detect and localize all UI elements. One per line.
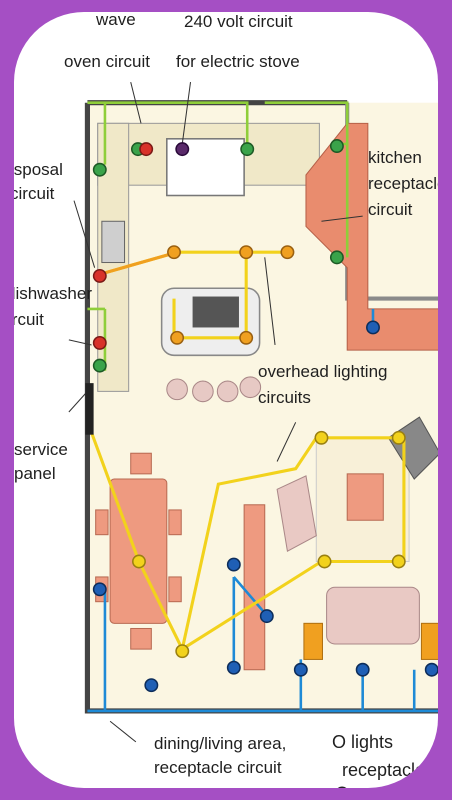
service-panel bbox=[85, 383, 94, 435]
light-fixture bbox=[170, 330, 185, 345]
label-kitchen-3: circuit bbox=[368, 200, 413, 219]
label-overhead-1: overhead lighting bbox=[258, 362, 388, 381]
label-overhead-2: circuits bbox=[258, 388, 311, 407]
label-kitchen-1: kitchen bbox=[368, 148, 422, 167]
light-fixture bbox=[239, 330, 254, 345]
receptacle-blue bbox=[144, 678, 159, 693]
light-fixture bbox=[391, 554, 406, 569]
floor-plan-diagram bbox=[68, 81, 438, 788]
label-stove-2: for electric stove bbox=[176, 52, 300, 71]
receptacle-blue bbox=[226, 660, 241, 675]
dining-chair bbox=[168, 576, 182, 603]
side-table bbox=[420, 622, 438, 660]
dining-chair bbox=[130, 627, 152, 650]
dining-circuit-wire bbox=[87, 308, 438, 713]
label-dishwasher-2: ircuit bbox=[14, 310, 44, 329]
stool bbox=[192, 380, 214, 403]
receptacle-green bbox=[329, 139, 344, 153]
label-dining-1: dining/living area, bbox=[154, 734, 287, 753]
light-fixture bbox=[175, 644, 190, 659]
light-fixture bbox=[239, 245, 254, 260]
receptacle-blue bbox=[424, 662, 438, 677]
label-service-2: panel bbox=[14, 464, 56, 483]
receptacle-blue bbox=[355, 662, 370, 677]
coffee-table bbox=[346, 473, 384, 521]
dining-chair bbox=[130, 452, 152, 475]
light-fixture bbox=[314, 430, 329, 445]
label-dining-2: receptacle circuit bbox=[154, 758, 282, 777]
receptacle-blue bbox=[293, 662, 308, 677]
label-dishwasher-1: dishwasher bbox=[14, 284, 92, 303]
receptacle-red bbox=[139, 142, 154, 157]
cooktop bbox=[192, 296, 239, 328]
light-fixture bbox=[280, 245, 295, 260]
sink bbox=[101, 220, 126, 264]
light-fixture bbox=[167, 245, 181, 260]
side-table bbox=[303, 622, 323, 660]
leader-line bbox=[68, 81, 363, 743]
lighting-circuit-wire bbox=[104, 250, 178, 275]
stool bbox=[216, 380, 239, 403]
label-disposal-1: isposal bbox=[14, 160, 63, 179]
sideboard bbox=[243, 504, 266, 671]
label-microwave-2: oven circuit bbox=[64, 52, 150, 71]
receptacle-blue bbox=[366, 320, 380, 335]
receptacle-green bbox=[92, 358, 107, 373]
light-fixture bbox=[391, 430, 406, 445]
legend-lights: O lights bbox=[332, 732, 394, 752]
receptacle-red bbox=[92, 268, 107, 283]
receptacle-green bbox=[329, 250, 344, 265]
receptacle-blue bbox=[226, 557, 241, 572]
light-fixture bbox=[132, 554, 146, 569]
receptacle-stove bbox=[175, 142, 190, 157]
receptacle-blue bbox=[259, 609, 274, 624]
dining-chair bbox=[168, 509, 182, 536]
label-microwave-1: wave bbox=[96, 12, 136, 29]
legend-receptacle: receptacle bbox=[342, 760, 426, 780]
legend-light-symbol bbox=[337, 786, 347, 788]
receptacle-green bbox=[92, 162, 107, 177]
diagram-card: wave oven circuit 240 volt circuit for e… bbox=[14, 12, 438, 788]
label-service-1: service bbox=[14, 440, 68, 459]
stool bbox=[166, 378, 188, 401]
label-kitchen-2: receptacle bbox=[368, 174, 438, 193]
sofa bbox=[326, 586, 420, 645]
light-fixture bbox=[317, 554, 332, 569]
dining-chair bbox=[95, 509, 109, 536]
receptacle-blue bbox=[92, 582, 107, 597]
armchair bbox=[276, 475, 317, 552]
receptacle-green bbox=[240, 142, 255, 157]
label-stove-1: 240 volt circuit bbox=[184, 12, 293, 31]
kitchen-side-counter bbox=[305, 122, 438, 351]
stool bbox=[239, 376, 262, 399]
receptacle-red bbox=[92, 335, 107, 350]
label-disposal-2: circuit bbox=[14, 184, 55, 203]
